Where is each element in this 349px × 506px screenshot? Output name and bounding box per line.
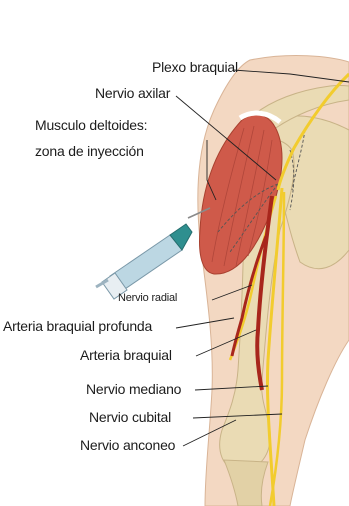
label-musculo-deltoides: Musculo deltoides: [35,117,147,133]
label-zona-inyeccion: zona de inyección [35,143,144,159]
label-nervio-mediano: Nervio mediano [86,381,181,397]
label-arteria-braquial-profunda: Arteria braquial profunda [3,318,152,334]
label-nervio-cubital: Nervio cubital [89,409,171,425]
label-nervio-radial: Nervio radial [118,292,177,304]
syringe [96,208,210,299]
label-plexo-braquial: Plexo braquial [152,59,238,75]
label-nervio-anconeo: Nervio anconeo [80,437,175,453]
label-arteria-braquial: Arteria braquial [80,347,172,363]
label-nervio-axilar: Nervio axilar [95,85,170,101]
